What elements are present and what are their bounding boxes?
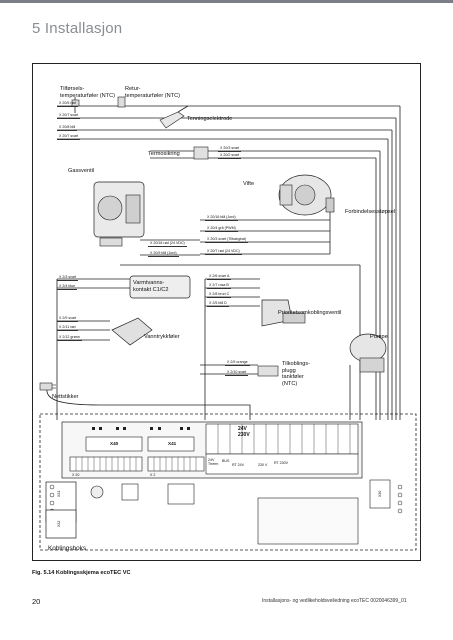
priority-valve [261, 299, 306, 327]
label-hot-water-switch: Varmtvanns- kontakt C1/C2 [133, 280, 169, 293]
wire-tag: X 2/4 blue [57, 284, 78, 290]
wire-tag: X 20/16 blå (Jord) [205, 215, 238, 221]
header-bar [0, 0, 453, 3]
label-connector-plug: Forbindelsesstøpsel [345, 209, 396, 215]
connector-x32-label: X32 [57, 520, 61, 527]
terminal-230v-label: 230 V [258, 463, 268, 467]
hot-water-switch [129, 275, 191, 299]
fan [278, 174, 332, 216]
thermal-fuse [193, 146, 209, 160]
wire-tag: X 20/7 rød (24 VDC) [205, 249, 242, 255]
mains-plug [39, 382, 56, 391]
wire-tag: X 20/7 svart [57, 113, 81, 119]
label-pump: Pumpe [370, 334, 388, 340]
wire-tag: X 20/2 svart [218, 153, 242, 159]
section-title: 5 Installasjon [32, 20, 123, 37]
connector-x30-label: X30 [378, 490, 382, 497]
ntc-retur-sensor [117, 96, 126, 108]
terminal-24v-therm-label: 24V Therm [208, 458, 219, 466]
wire-tag: X 2/3 svart [57, 275, 79, 281]
label-tilforsel-sensor: Tilførsels- temperaturføler (NTC) [60, 86, 116, 99]
connector-x20-label: X 20 [72, 473, 80, 477]
wire-tag: X 20/8 blå [57, 125, 78, 131]
wire-tag: X 2/6 svart A [207, 274, 232, 280]
connector-plug [325, 197, 335, 213]
wire-tag: X 2/10 svart [225, 370, 249, 376]
page-number: 20 [32, 597, 41, 606]
water-pressure-sensor [111, 317, 153, 346]
label-control-box: Koblingsboks [48, 545, 87, 552]
terminal-rt24-label: RT 24V [232, 463, 245, 467]
gas-valve [93, 181, 145, 247]
wire-tag: X 20/3 svart (Tilbakgirat) [205, 237, 249, 243]
label-thermal-fuse: Termosikring [148, 151, 180, 157]
tank-sensor-plug [257, 365, 279, 377]
ignition-electrode [159, 105, 189, 129]
terminal-rt230-label: RT 230V [274, 461, 289, 465]
label-tank-sensor-plug: Tilkoblings- plugg tankføler (NTC) [282, 361, 311, 387]
wire-tag: X 20/4 grå (PWM) [205, 226, 238, 232]
terminal-bus-label: BUS [222, 459, 230, 463]
control-box-outline [39, 413, 417, 551]
wiring-diagram-frame [32, 63, 421, 561]
connector-x40-label: X40 [110, 441, 119, 446]
figure-caption: Fig. 5.14 Koblingsskjema ecoTEC VC [32, 570, 131, 576]
label-priority-valve: Prioritetsomkoblingsventil [278, 310, 342, 316]
connector-x31-label: X31 [57, 490, 61, 497]
label-water-pressure-sensor: Vanntrykkføler [144, 334, 180, 340]
label-ignition-electrode: Tenningselektrode [187, 116, 233, 122]
label-mains-plug: Nettstikker [52, 394, 79, 400]
connector-x41-label: X41 [168, 441, 177, 446]
label-fan: Vifte [243, 181, 255, 187]
footer-doc-text: Installasjons- og vedlikeholdsveiledning… [262, 598, 407, 604]
wire-tag: X 2/12 grønn [57, 335, 82, 341]
wire-tag: X 20/7 svart [57, 134, 81, 140]
wire-tag: X 20/5 rød [57, 101, 78, 107]
wire-tag: X 2/9 orange [225, 360, 250, 366]
label-gas-valve: Gassventil [68, 168, 95, 174]
wire-tag: X 2/8 brun C [207, 292, 232, 298]
wire-tag: X 20/18 rød (24 VDC) [148, 241, 187, 247]
label-retur-sensor: Retur- temperaturføler (NTC) [125, 86, 181, 99]
wire-tag: X 20/3 svart [218, 146, 242, 152]
pump [349, 333, 387, 373]
wire-tag: X 2/11 rød [57, 325, 78, 331]
wire-tag: X 2/5 blå D [207, 301, 229, 307]
connector-x2-label: X 2 [150, 473, 156, 477]
wire-tag: X 20/9 blå (Jord) [148, 251, 179, 257]
wire-tag: X 2/9 svart [57, 316, 79, 322]
wire-tag: X 2/7 rosa B [207, 283, 231, 289]
voltage-label: 24V 230V [238, 426, 250, 438]
